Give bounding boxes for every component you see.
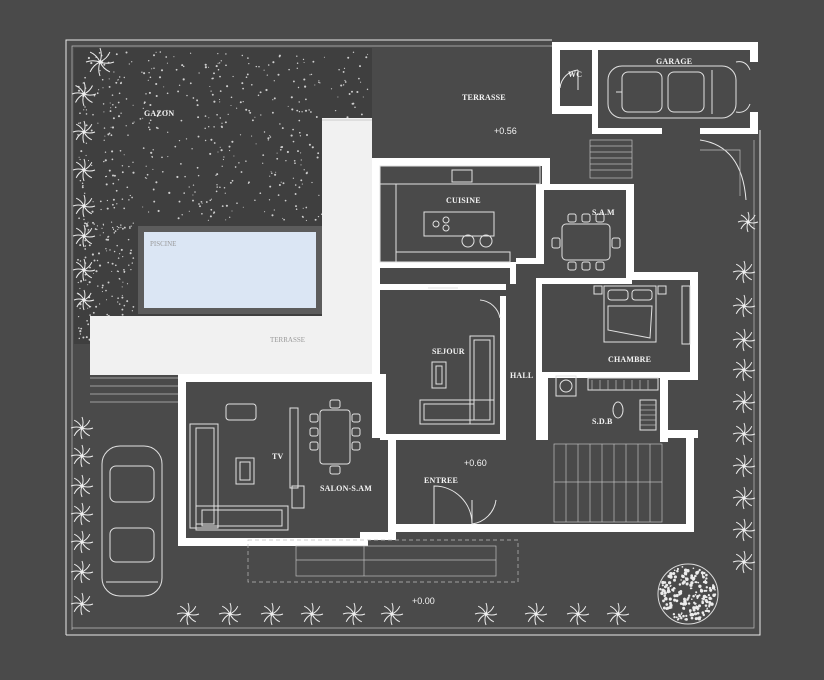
dining-table-icon [551,213,621,271]
front-canopy [247,539,519,583]
swimming-pool: PISCINE [138,226,322,314]
plant-icon [732,390,756,414]
room-label-gazon: GAZON [144,109,174,118]
plant-icon [524,602,548,626]
kitchen-fixtures [379,165,541,263]
plant-icon [732,518,756,542]
garage-steps [589,139,633,179]
plant-icon [732,486,756,510]
plant-icon [72,224,96,248]
plant-icon [70,592,94,616]
plant-icon [70,444,94,468]
room-label-sejour: SEJOUR [432,347,465,356]
staircase-icon [553,443,663,523]
entrance-door-icon [433,485,497,525]
plant-icon [73,289,95,311]
pool-label: PISCINE [150,240,176,248]
parking-car-icon [101,445,163,597]
salon-furniture [189,399,361,531]
room-label-sam: S.A.M [592,208,615,217]
plant-icon [71,81,97,107]
lot-boundary [65,39,761,636]
garage-car-icon [607,65,737,119]
plant-icon [732,358,756,382]
plant-icon [737,211,759,233]
plant-icon [72,258,96,282]
plant-icon [260,602,284,626]
pool-deck: TERRASSE [90,118,372,403]
plant-icon [70,416,94,440]
plant-icon [70,530,94,554]
room-label-garage: GARAGE [656,57,692,66]
bathroom-fixtures [555,375,659,431]
plant-icon [606,602,630,626]
plant-icon [85,47,115,77]
plant-icon [70,502,94,526]
sejour-sofa-icon [419,287,501,425]
plant-icon [300,602,324,626]
garden-plants [70,47,759,626]
plant-icon [380,602,404,626]
room-label-tv: TV [272,452,284,461]
level-entree: +0.60 [464,458,487,468]
plant-icon [342,602,366,626]
plant-icon [474,602,498,626]
plant-icon [72,194,96,218]
tree-icon [657,563,719,625]
room-label-cuisine: CUISINE [446,196,481,205]
plant-icon [566,602,590,626]
plant-icon [72,120,96,144]
level-street: +0.00 [412,596,435,606]
plant-icon [732,422,756,446]
room-label-salon-sam: SALON-S.AM [320,484,372,493]
plant-icon [70,560,94,584]
plant-icon [218,602,242,626]
svg-text:TERRASSE: TERRASSE [270,336,305,344]
driveway-curve [699,139,747,201]
room-label-chambre: CHAMBRE [608,355,651,364]
plant-icon [70,474,94,498]
plant-icon [732,328,756,352]
room-label-terrasse: TERRASSE [462,93,506,102]
plant-icon [732,550,756,574]
garage-walls [552,42,758,134]
plant-icon [72,158,96,182]
room-label-wc: WC [568,70,582,79]
room-label-sdb: S.D.B [592,417,613,426]
plant-icon [732,294,756,318]
plant-icon [732,260,756,284]
plant-icon [176,602,200,626]
plant-icon [732,454,756,478]
exterior-walls [178,158,698,546]
level-terrasse: +0.56 [494,126,517,136]
room-label-entree: ENTREE [424,476,458,485]
bed-icon [593,285,691,345]
room-label-hall: HALL [510,371,533,380]
